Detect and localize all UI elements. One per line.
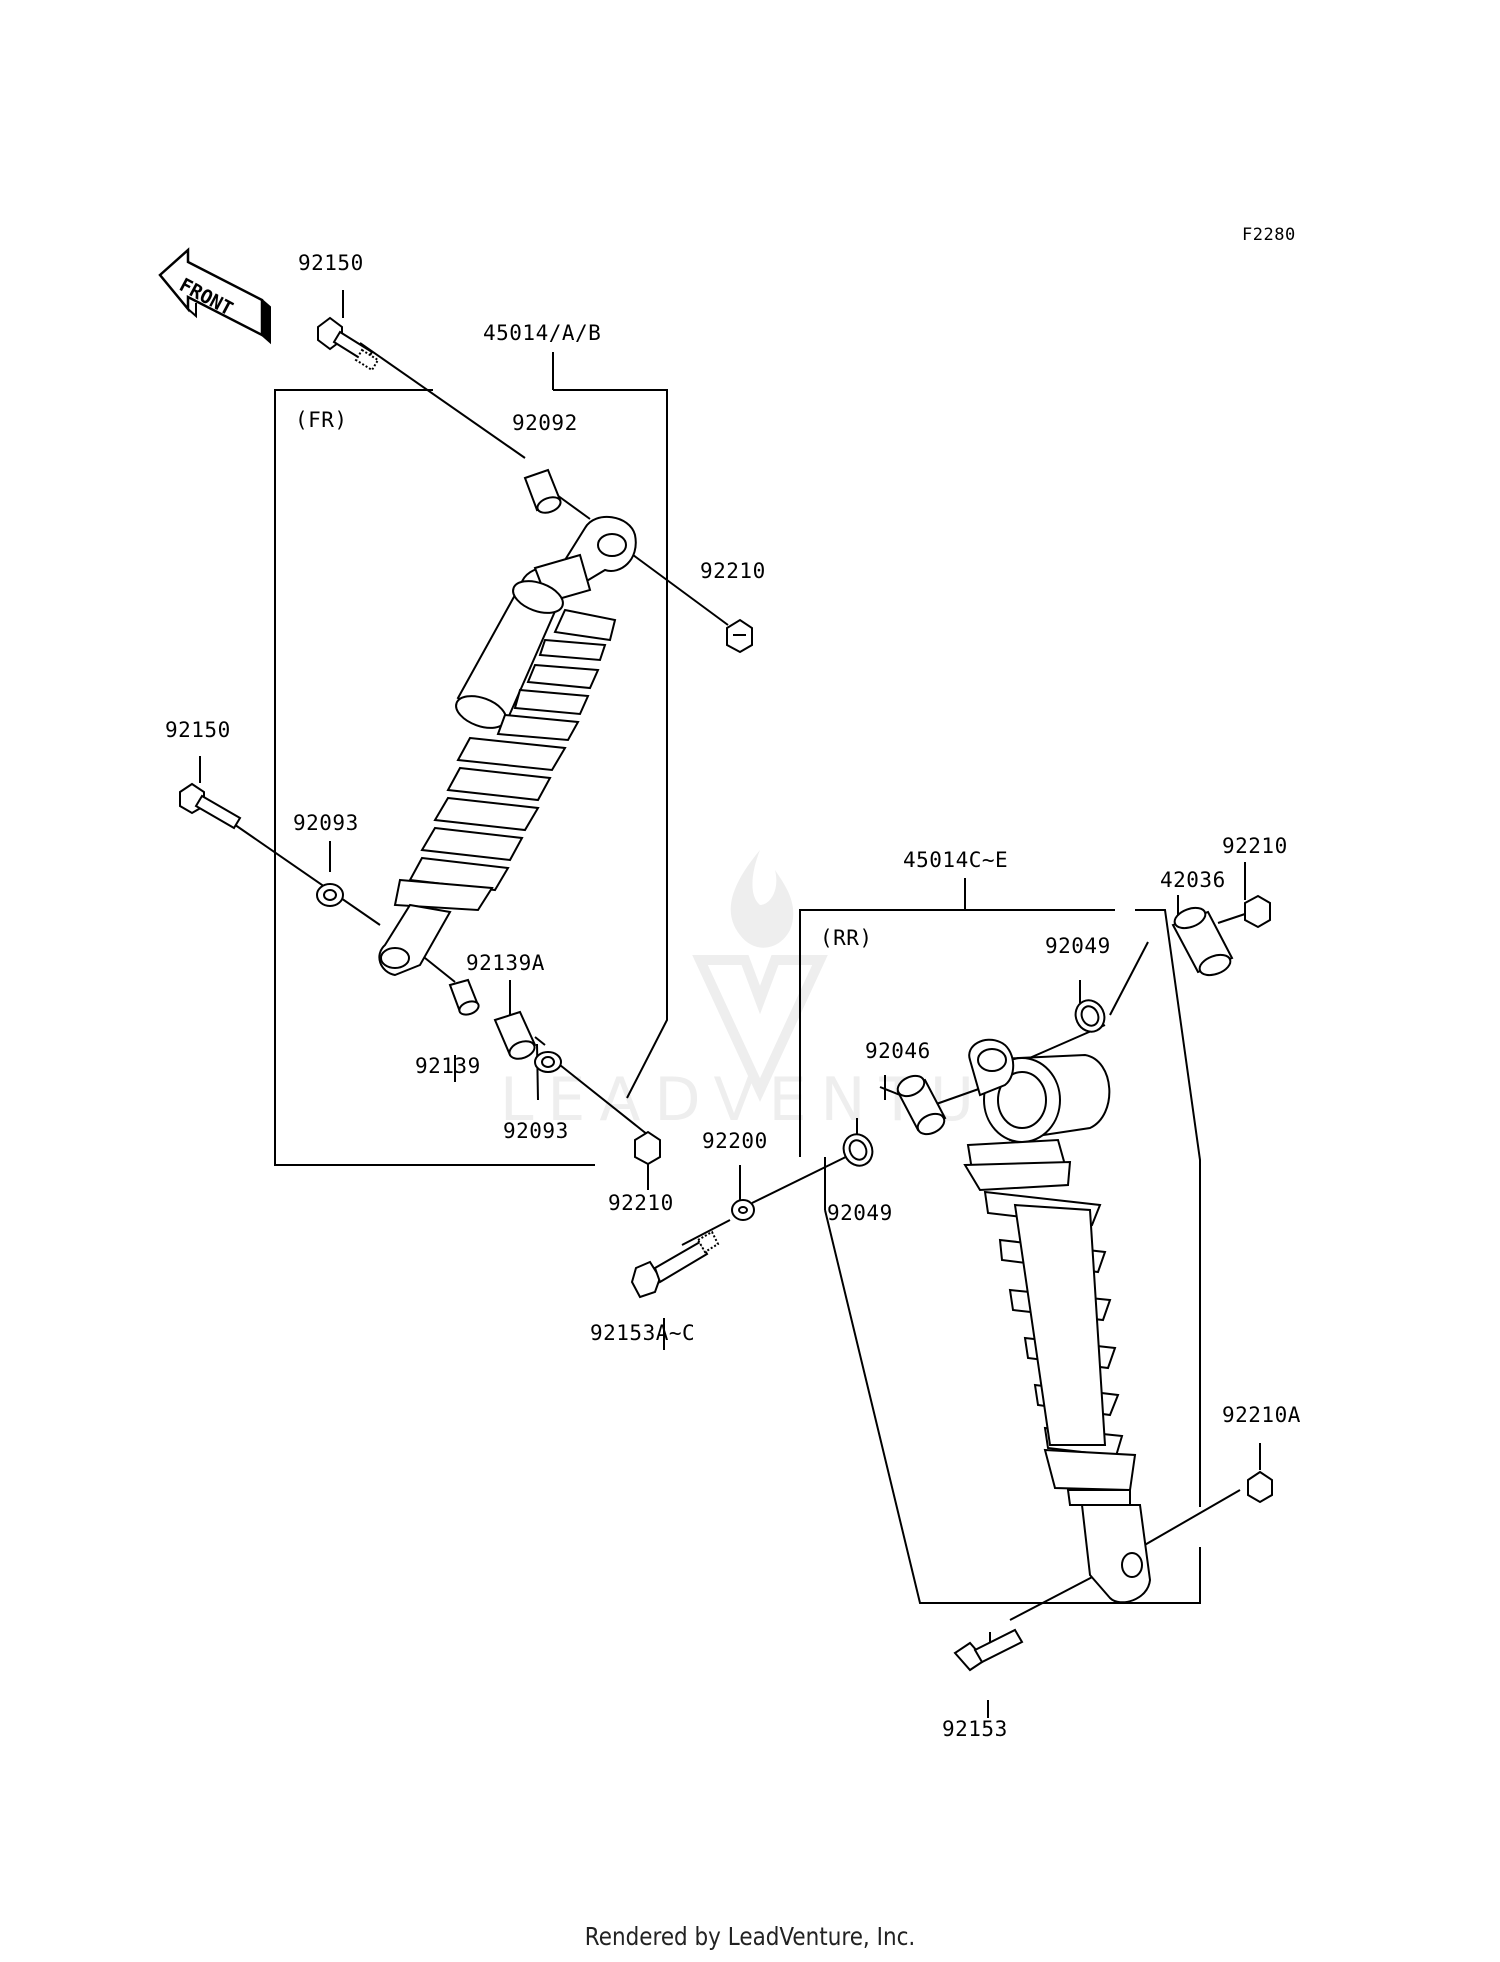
assembly-label-front: 45014/A/B [483,321,601,345]
front-washer-right-icon [534,1051,562,1073]
front-bottom-nut-icon [634,1130,661,1166]
front-top-bolt-icon [317,316,380,372]
part-label-rear-top-nut: 92210 [1222,834,1288,858]
rear-bottom-nut-icon [1247,1470,1273,1504]
front-sleeve-a-icon [493,1010,537,1060]
part-label-front-bottom-bolt: 92150 [165,718,231,742]
front-top-collar-icon [523,468,562,514]
rear-collar-icon [1171,906,1234,977]
part-label-front-washer-right: 92093 [503,1119,569,1143]
part-label-rear-bottom-nut: 92210A [1222,1403,1301,1427]
watermark-flame-icon [730,850,794,948]
figure-code: F2280 [1242,225,1296,245]
rear-bearing-icon [896,1074,947,1136]
assembly-label-rear: 45014C~E [903,848,1008,872]
footer-credit: Rendered by LeadVenture, Inc. [584,1922,916,1951]
rear-seal-top-icon [1074,999,1106,1033]
part-label-front-top-nut: 92210 [700,559,766,583]
rear-washer-icon [731,1199,755,1221]
group-label-rear: (RR) [820,926,873,950]
part-label-front-bottom-nut: 92210 [608,1191,674,1215]
part-labels: (FR) 45014/A/B (RR) 45014C~E 92150 92092… [165,251,1301,1741]
front-top-nut-icon [726,618,753,654]
front-shock-group [179,290,753,1190]
part-label-rear-seal-top: 92049 [1045,934,1111,958]
rear-top-nut-icon [1244,894,1271,929]
part-label-rear-top-bolt: 92153A~C [590,1321,695,1345]
part-label-rear-collar: 42036 [1160,868,1226,892]
rear-group-bracket [799,909,1115,1157]
part-label-front-washer-left: 92093 [293,811,359,835]
front-direction-arrow: FRONT [158,247,271,345]
part-label-front-sleeve-a: 92139A [466,951,545,975]
watermark-v-icon [692,955,828,1102]
part-label-front-collar: 92092 [512,411,578,435]
front-sleeve-icon [448,978,480,1016]
part-label-front-sleeve: 92139 [415,1054,481,1078]
part-label-rear-bearing: 92046 [865,1039,931,1063]
rear-seal-bottom-icon [842,1133,874,1167]
rear-top-bolt-icon [630,1230,720,1299]
rear-shock-group [630,862,1273,1718]
front-shock-absorber-icon [378,515,637,977]
front-bottom-bolt-icon [179,782,242,830]
part-label-rear-bottom-bolt: 92153 [942,1717,1008,1741]
rear-bottom-bolt-icon [953,1628,1024,1672]
rear-shock-absorber-icon [963,1038,1152,1604]
part-label-rear-seal-bottom: 92049 [827,1201,893,1225]
part-label-front-top-bolt: 92150 [298,251,364,275]
front-washer-left-icon [316,883,344,907]
part-label-rear-washer: 92200 [702,1129,768,1153]
group-label-front: (FR) [295,408,348,432]
front-group-bracket [274,389,595,1166]
